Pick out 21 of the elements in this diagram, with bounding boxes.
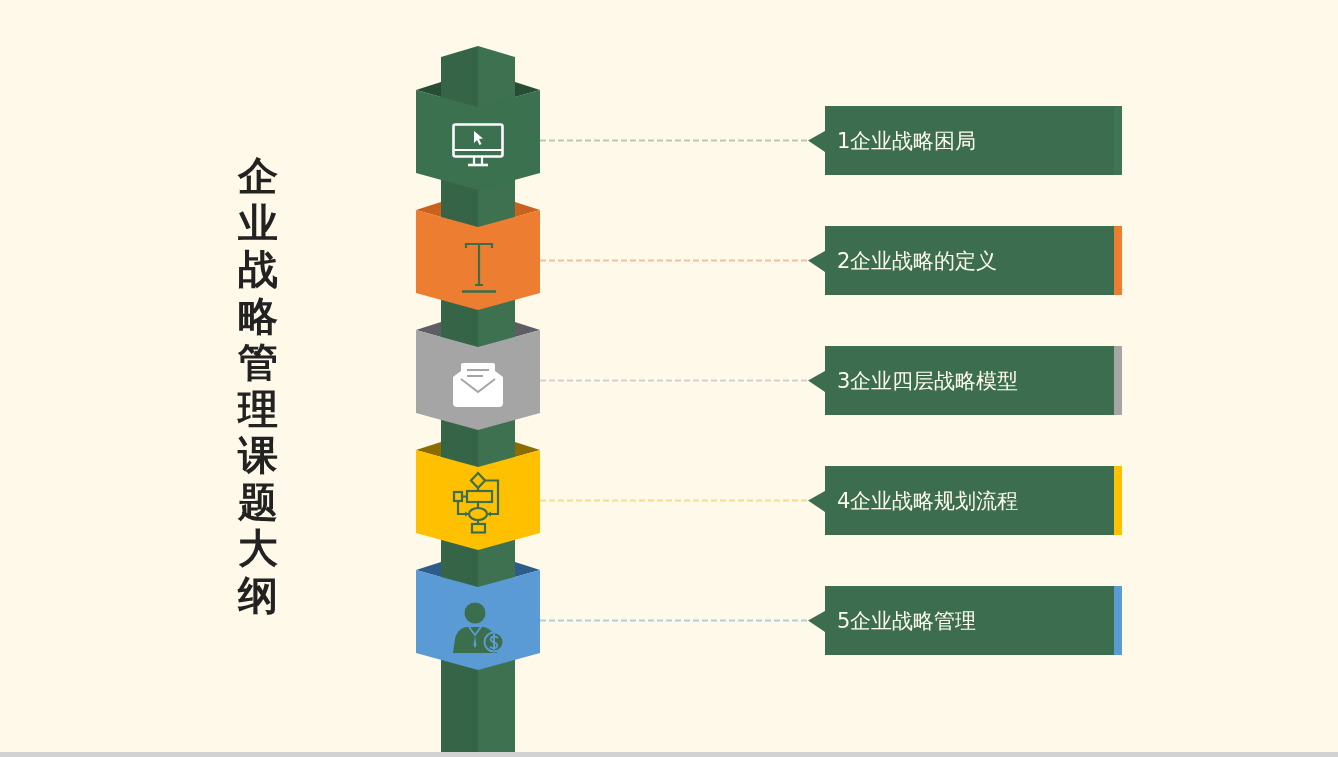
dashed-line bbox=[539, 379, 809, 382]
topic-title: 5企业战略管理 bbox=[837, 607, 977, 634]
collar-band bbox=[416, 562, 540, 670]
callout-box bbox=[808, 586, 1122, 655]
callout-box bbox=[808, 466, 1122, 535]
dashed-line bbox=[539, 499, 809, 502]
callout-box bbox=[808, 106, 1122, 175]
collar-band bbox=[416, 322, 540, 430]
title: 企业战略管理课题大纲 bbox=[236, 153, 279, 618]
collar-band bbox=[416, 442, 540, 550]
topic-title: 4企业战略规划流程 bbox=[837, 487, 1019, 514]
collar-band bbox=[416, 202, 540, 310]
topic-title: 1企业战略困局 bbox=[837, 127, 977, 154]
collar-band bbox=[416, 82, 540, 190]
dashed-line bbox=[539, 619, 809, 622]
topic-title: 2企业战略的定义 bbox=[837, 247, 998, 274]
dashed-line bbox=[539, 139, 809, 142]
topic-title: 3企业四层战略模型 bbox=[837, 367, 1019, 394]
callout-box bbox=[808, 346, 1122, 415]
dashed-line bbox=[539, 259, 809, 262]
callout-box bbox=[808, 226, 1122, 295]
